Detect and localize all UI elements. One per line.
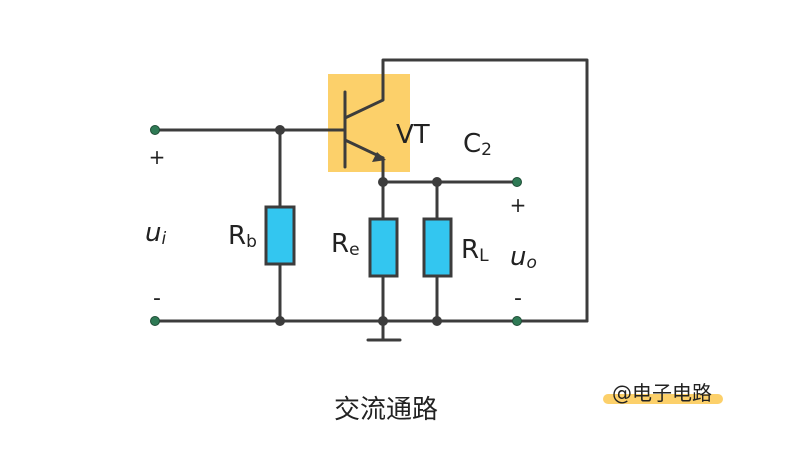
transistor-label: VT [396, 120, 430, 150]
junction-dot [432, 316, 442, 326]
input-plus-sign: + [149, 145, 166, 169]
resistor-rb [264, 205, 296, 266]
output-voltage-label: uo [510, 242, 537, 273]
output-terminal-top [512, 177, 522, 187]
re-label: Re [331, 229, 360, 260]
junction-dot [378, 316, 388, 326]
rl-label: RL [461, 235, 489, 266]
input-minus-sign: - [153, 286, 161, 311]
watermark: @电子电路 [612, 381, 712, 405]
resistor-rl [422, 217, 453, 278]
transistor-highlight [328, 74, 410, 172]
output-plus-sign: + [510, 193, 527, 217]
junction-dot [432, 177, 442, 187]
junction-dot [378, 177, 388, 187]
output-terminal-bottom [512, 316, 522, 326]
input-voltage-label: ui [145, 218, 166, 249]
input-terminal-top [150, 125, 160, 135]
watermark-highlight [603, 394, 723, 404]
resistor-re [368, 217, 399, 278]
transistor-collector-lead [343, 58, 589, 323]
output-minus-sign: - [514, 286, 522, 311]
rb-label: Rb [228, 221, 257, 252]
junction-dot [275, 316, 285, 326]
capacitor-label: C2 [463, 129, 492, 160]
caption: 交流通路 [334, 395, 438, 425]
junction-dot [275, 125, 285, 135]
input-terminal-bottom [150, 316, 160, 326]
